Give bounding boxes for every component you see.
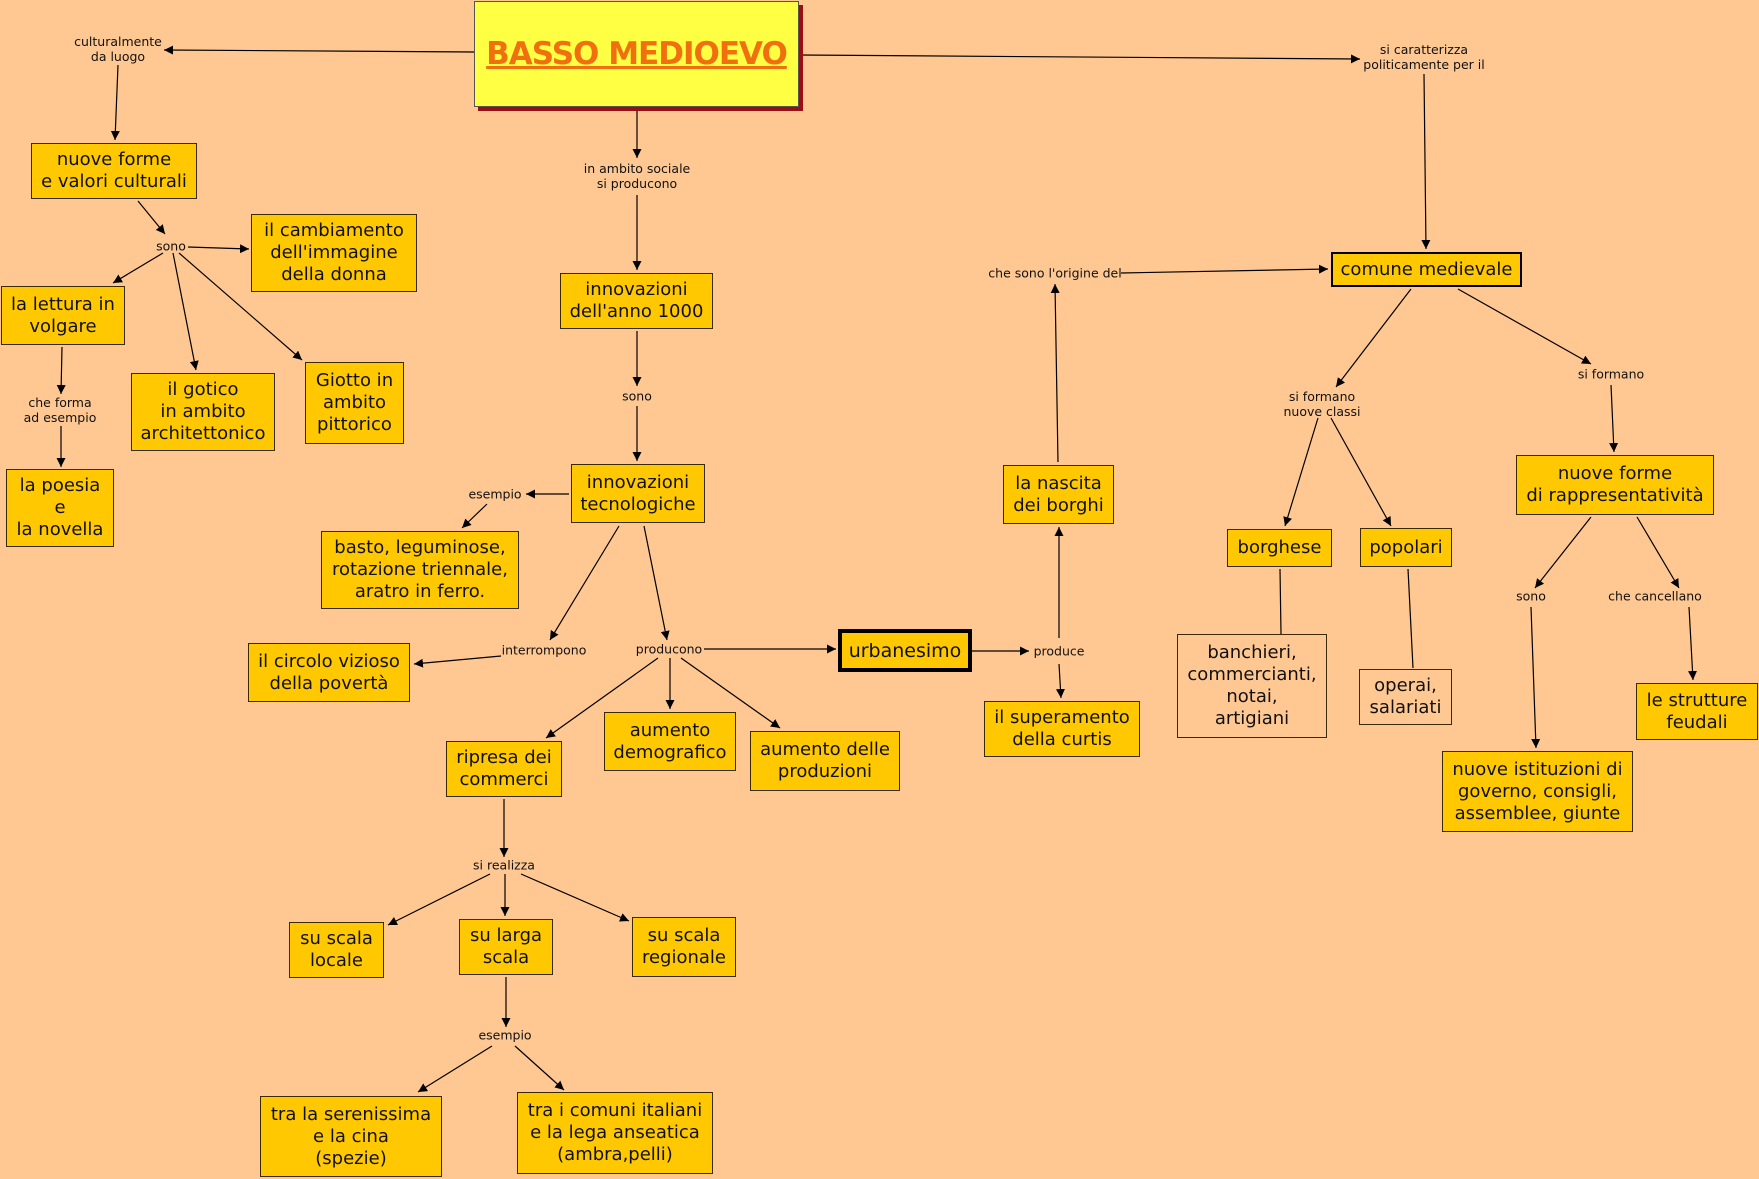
- connector-line: [1421, 73, 1431, 250]
- link-si-realizza: si realizza: [473, 857, 535, 873]
- connector-line: [798, 54, 1361, 64]
- link-nuove-classi: si formano nuove classi: [1283, 389, 1361, 419]
- link-culturalmente: culturalmente da luogo: [74, 34, 162, 64]
- connector-line: [163, 45, 475, 55]
- node-popolari: popolari: [1360, 528, 1452, 567]
- link-si-formano: si formano: [1577, 366, 1645, 382]
- connector-line: [514, 1045, 565, 1091]
- node-circolo-vizioso: il circolo vizioso della povertà: [248, 643, 410, 702]
- connector-line: [1457, 288, 1592, 365]
- node-borghese: borghese: [1227, 529, 1332, 567]
- connector-line: [680, 657, 781, 729]
- link-ambito-sociale: in ambito sociale si producono: [583, 161, 691, 191]
- node-ripresa-commerci: ripresa dei commerci: [446, 741, 562, 797]
- connector-line: [417, 1045, 493, 1093]
- connector-line: [1534, 516, 1592, 589]
- link-sono-innov: sono: [622, 388, 652, 404]
- node-giotto: Giotto in ambito pittorico: [305, 362, 404, 444]
- connector-line: [1120, 264, 1329, 274]
- connector-line: [1330, 417, 1392, 527]
- link-interrompono: interrompono: [501, 642, 587, 658]
- node-larga-scala: su larga scala: [459, 919, 553, 975]
- link-producono: producono: [635, 641, 703, 657]
- link-esempio-scala: esempio: [478, 1027, 532, 1043]
- link-che-forma: che forma ad esempio: [23, 395, 97, 425]
- connector-line: [137, 200, 166, 235]
- link-sono-cult: sono: [156, 238, 186, 254]
- connector-line: [520, 873, 630, 922]
- node-comuni-italiani: tra i comuni italiani e la lega anseatic…: [517, 1092, 713, 1174]
- node-operai: operai, salariati: [1359, 669, 1452, 725]
- connector-line: [1055, 663, 1065, 699]
- node-basto: basto, leguminose, rotazione triennale, …: [321, 531, 519, 609]
- connector-line: [1609, 384, 1619, 453]
- node-aumento-demografico: aumento demografico: [604, 712, 736, 771]
- connector-line: [1050, 283, 1060, 463]
- link-sono-rapp: sono: [1516, 588, 1546, 604]
- connector-line: [1283, 417, 1319, 527]
- connector-line: [1407, 568, 1414, 669]
- connector-line: [1530, 606, 1541, 749]
- node-comune-medievale: comune medievale: [1331, 252, 1522, 287]
- connector-line: [549, 525, 620, 641]
- node-istituzioni: nuove istituzioni di governo, consigli, …: [1442, 751, 1633, 832]
- node-nascita-borghi: la nascita dei borghi: [1003, 465, 1114, 524]
- node-banchieri: banchieri, commercianti, notai, artigian…: [1177, 634, 1327, 738]
- link-cancellano: che cancellano: [1608, 588, 1702, 604]
- connector-line: [1279, 568, 1282, 635]
- link-origine: che sono l'origine del: [988, 265, 1122, 281]
- node-serenissima: tra la serenissima e la cina (spezie): [260, 1096, 442, 1177]
- node-nuove-forme-culturali: nuove forme e valori culturali: [31, 143, 197, 199]
- link-politicamente: si caratterizza politicamente per il: [1363, 42, 1485, 72]
- node-strutture-feudali: le strutture feudali: [1636, 683, 1758, 740]
- root-title: BASSO MEDIOEVO: [486, 36, 788, 72]
- connector-line: [1335, 288, 1412, 388]
- connector-line: [110, 64, 120, 141]
- node-poesia-novella: la poesia e la novella: [6, 469, 114, 547]
- node-scala-locale: su scala locale: [289, 922, 384, 978]
- connector-line: [172, 252, 199, 371]
- node-superamento-curtis: il superamento della curtis: [984, 701, 1140, 757]
- connector-line: [112, 252, 164, 284]
- root-title-node: BASSO MEDIOEVO: [474, 1, 799, 107]
- node-aumento-produzioni: aumento delle produzioni: [750, 731, 900, 791]
- connector-line: [56, 346, 66, 395]
- link-produce: produce: [1033, 643, 1085, 659]
- node-cambiamento-donna: il cambiamento dell'immagine della donna: [251, 214, 417, 292]
- node-gotico: il gotico in ambito architettonico: [131, 373, 275, 451]
- connector-line: [387, 873, 491, 926]
- connector-line: [461, 503, 488, 529]
- node-rappresentativita: nuove forme di rappresentatività: [1516, 455, 1714, 515]
- node-urbanesimo: urbanesimo: [838, 629, 972, 672]
- connector-line: [1636, 516, 1680, 589]
- connector-line: [643, 525, 670, 641]
- link-esempio-tec: esempio: [468, 486, 522, 502]
- connector-line: [413, 655, 502, 668]
- connector-line: [1688, 606, 1698, 681]
- node-innovazioni-tecnologiche: innovazioni tecnologiche: [571, 464, 705, 523]
- connector-line: [187, 244, 250, 254]
- node-lettura-volgare: la lettura in volgare: [1, 286, 125, 345]
- node-innovazioni-1000: innovazioni dell'anno 1000: [560, 273, 713, 329]
- connector-line: [545, 657, 659, 739]
- node-scala-regionale: su scala regionale: [632, 917, 736, 977]
- connector-line: [178, 252, 303, 361]
